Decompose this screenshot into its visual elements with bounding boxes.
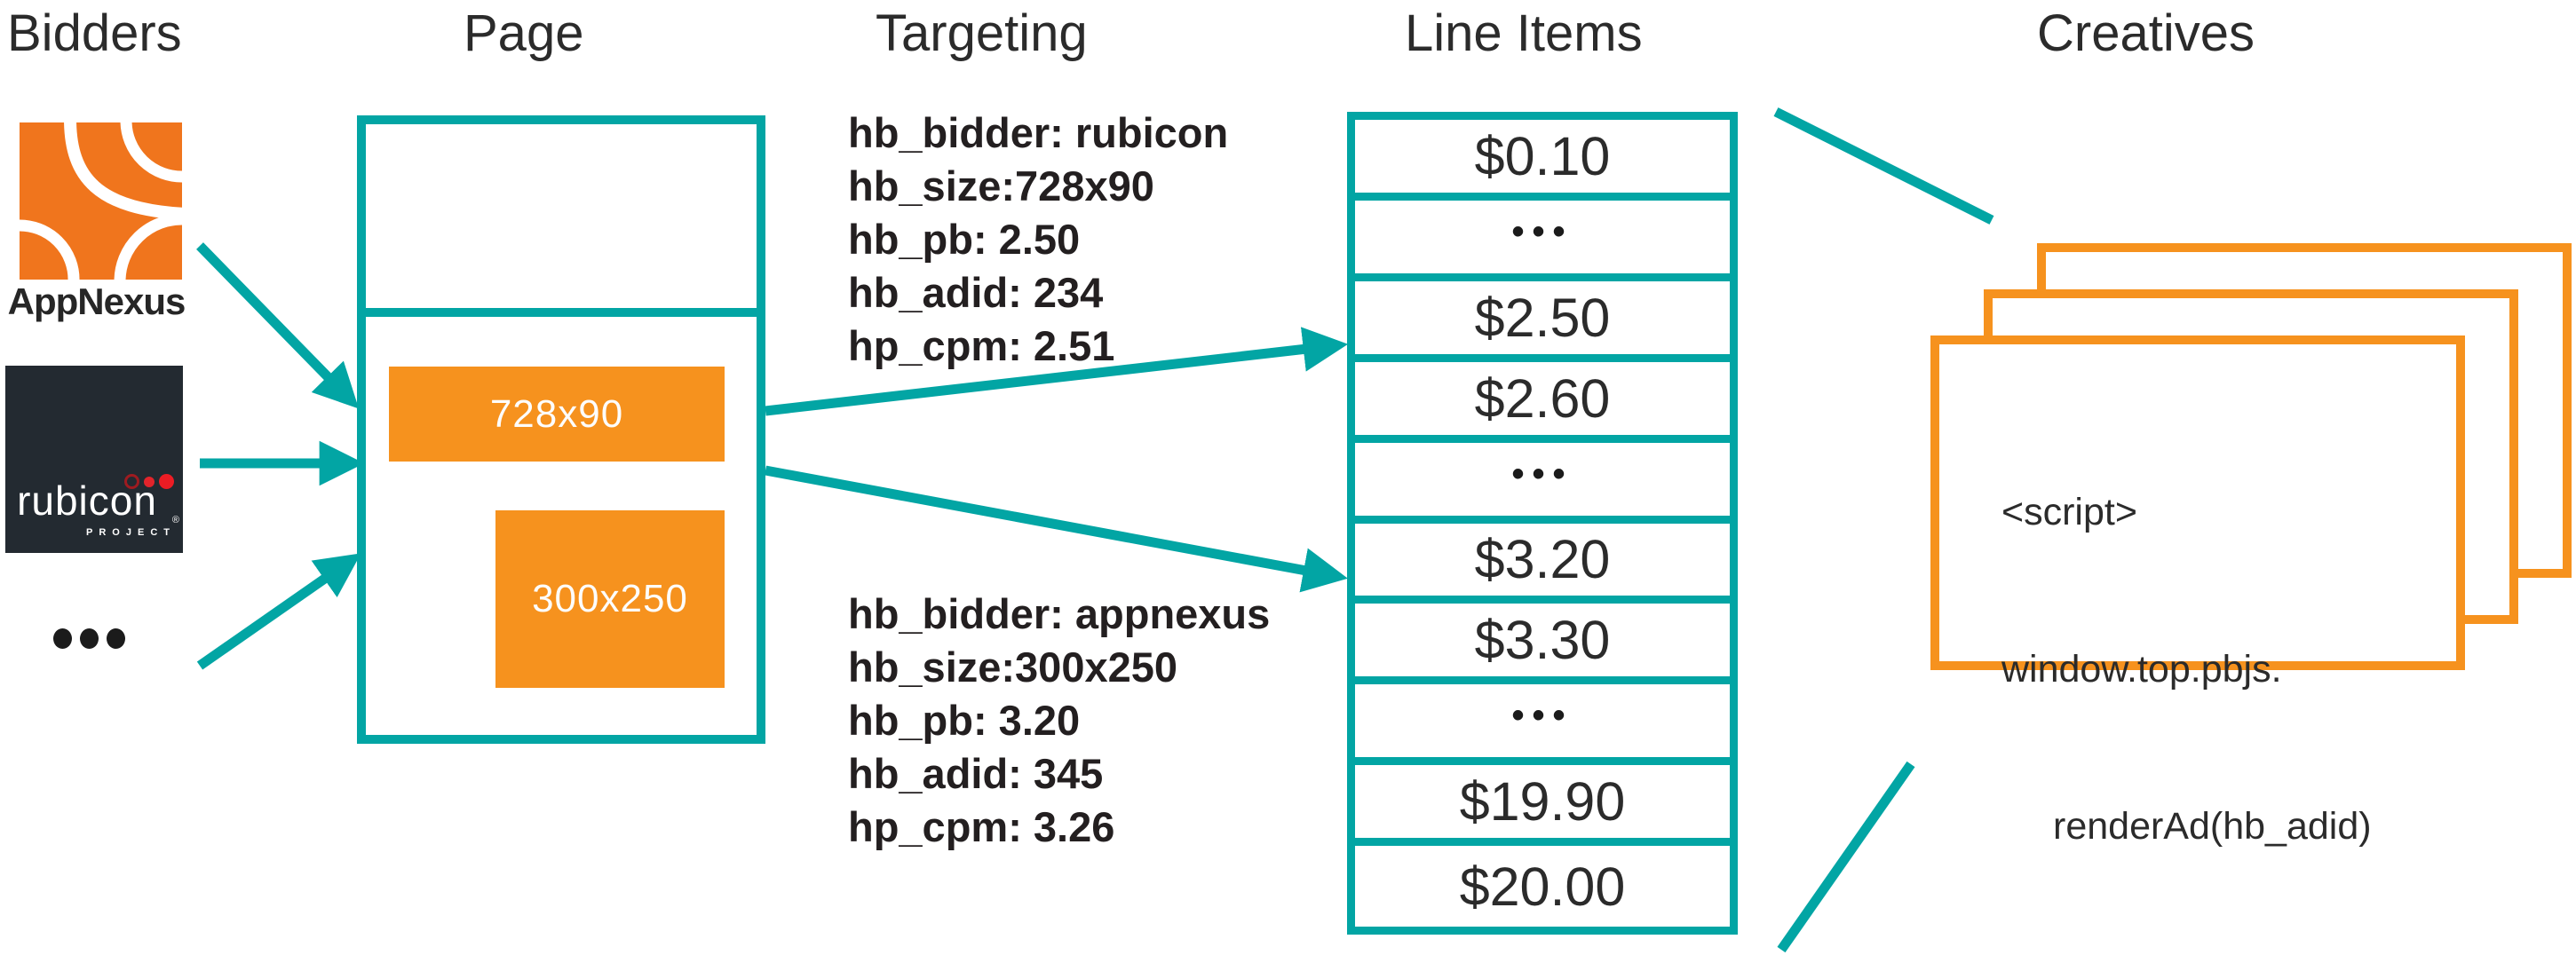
targeting-line: hp_cpm: 2.51 — [848, 322, 1115, 369]
line-item-price: $2.50 — [1474, 287, 1611, 348]
creative-card-front: <script> window.top.pbjs. renderAd(hb_ad… — [1930, 335, 2465, 963]
targeting-block-728x90: hb_bidder: rubicon hb_size:728x90 hb_pb:… — [848, 107, 1310, 373]
line-item-row: $2.60 — [1355, 362, 1730, 443]
targeting-line: hb_size:300x250 — [848, 643, 1178, 691]
line-item-price: $3.30 — [1474, 610, 1611, 671]
ad-slot-300x250: 300x250 — [495, 510, 725, 688]
line-item-row: ••• — [1355, 201, 1730, 281]
column-header-creatives: Creatives — [2037, 4, 2255, 62]
targeting-line: hb_size:728x90 — [848, 162, 1154, 209]
page-header-divider — [357, 308, 765, 317]
line-item-price: $0.10 — [1474, 125, 1611, 186]
column-header-targeting: Targeting — [876, 4, 1088, 62]
line-item-price: $3.20 — [1474, 529, 1611, 590]
creative-script-code: <script> window.top.pbjs. renderAd(hb_ad… — [2001, 382, 2372, 963]
targeting-line: hb_pb: 2.50 — [848, 216, 1081, 263]
ad-slot-728x90-label: 728x90 — [489, 391, 624, 436]
connector-line-items-to-creatives-top — [1773, 107, 1994, 225]
line-item-row: $20.00 — [1355, 846, 1730, 927]
appnexus-label: AppNexus — [7, 280, 186, 322]
ad-slot-300x250-label: 300x250 — [532, 577, 688, 620]
line-item-row: $0.10 — [1355, 120, 1730, 201]
code-line: renderAd(hb_adid) — [2053, 805, 2372, 848]
more-bidders-ellipsis — [53, 628, 125, 649]
line-item-price: $19.90 — [1459, 771, 1626, 833]
line-item-row: ••• — [1355, 443, 1730, 524]
ad-slot-728x90: 728x90 — [389, 367, 725, 462]
targeting-line: hb_bidder: rubicon — [848, 109, 1229, 156]
column-header-bidders: Bidders — [7, 4, 182, 62]
targeting-line: hb_pb: 3.20 — [848, 697, 1081, 744]
code-line: </> — [2001, 958, 2372, 963]
code-line: window.top.pbjs. — [2001, 648, 2282, 691]
line-item-row: $19.90 — [1355, 765, 1730, 847]
code-line: <script> — [2001, 491, 2137, 533]
targeting-line: hb_bidder: appnexus — [848, 590, 1271, 637]
rubicon-project-logo: rubicon ® PROJECT — [5, 366, 183, 553]
rubicon-registered-mark: ® — [171, 515, 179, 525]
targeting-line: hb_adid: 234 — [848, 269, 1104, 316]
arrow-more-bidders-to-page — [196, 553, 361, 670]
arrow-appnexus-to-page — [196, 242, 360, 409]
rubicon-project-label: PROJECT — [86, 527, 176, 538]
line-items-table: $0.10 ••• $2.50 $2.60 ••• $3.20 $3.30 ••… — [1347, 112, 1738, 935]
line-item-price: $20.00 — [1459, 856, 1626, 917]
line-item-row: $2.50 — [1355, 281, 1730, 362]
line-item-ellipsis: ••• — [1511, 211, 1573, 251]
targeting-line: hb_adid: 345 — [848, 750, 1104, 797]
targeting-line: hp_cpm: 3.26 — [848, 803, 1115, 850]
line-item-price: $2.60 — [1474, 367, 1611, 429]
column-header-line-items: Line Items — [1405, 4, 1643, 62]
line-item-ellipsis: ••• — [1511, 696, 1573, 736]
targeting-block-300x250: hb_bidder: appnexus hb_size:300x250 hb_p… — [848, 588, 1310, 854]
column-header-page: Page — [464, 4, 584, 62]
appnexus-logo-icon — [20, 122, 182, 280]
rubicon-dots-icon — [124, 474, 174, 489]
connector-line-items-to-creatives-bottom — [1777, 761, 1915, 953]
line-item-row: $3.20 — [1355, 524, 1730, 604]
line-item-ellipsis: ••• — [1511, 454, 1573, 493]
arrow-page-to-line-item-320 — [764, 465, 1348, 593]
rubicon-wordmark: rubicon — [17, 477, 157, 524]
line-item-row: $3.30 — [1355, 604, 1730, 685]
line-item-row: ••• — [1355, 684, 1730, 766]
